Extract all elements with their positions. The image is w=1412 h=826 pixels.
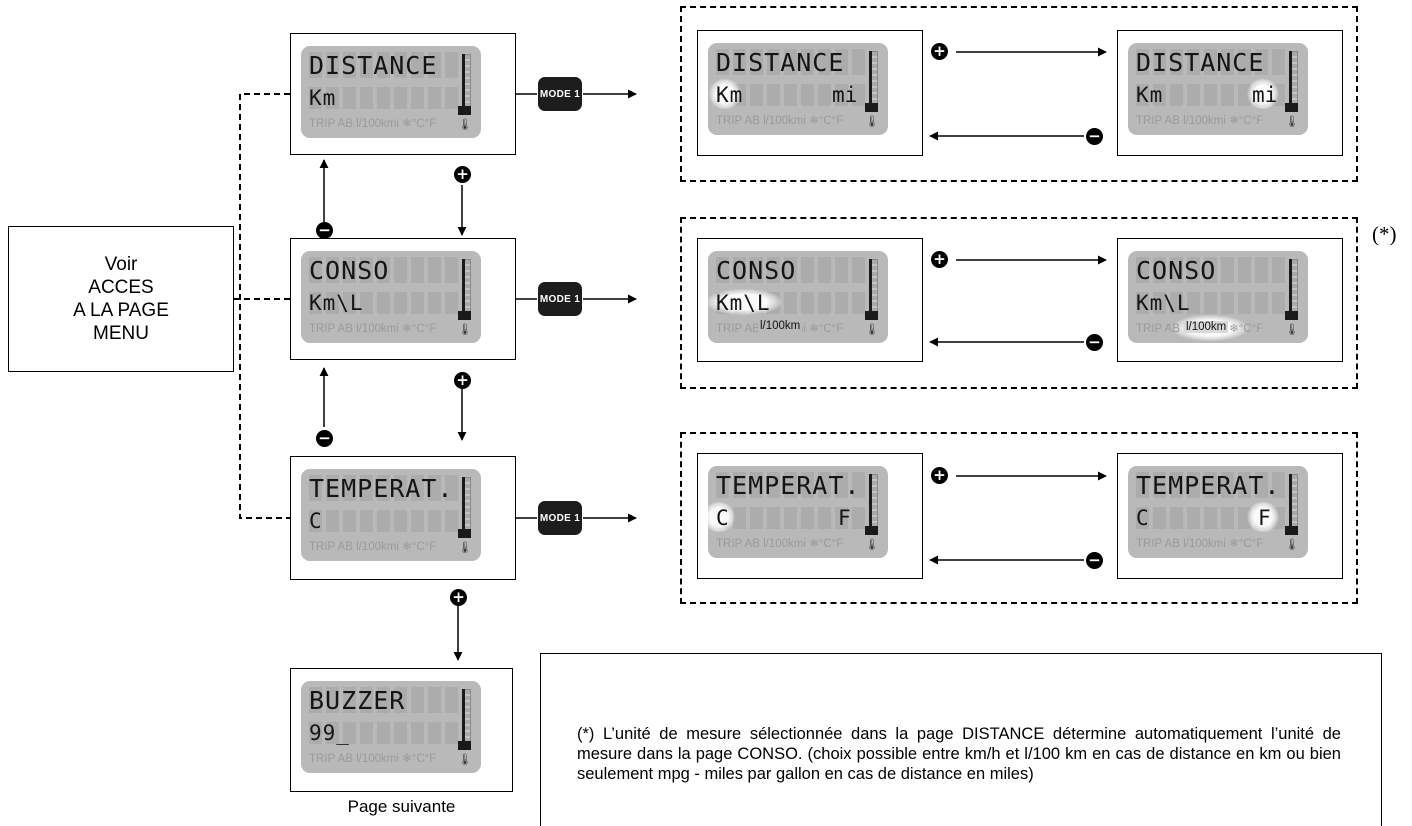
- lcd-line-2: Km: [1136, 83, 1164, 107]
- lcd-line-1: CONSO: [309, 256, 390, 285]
- mode-1-button: MODE 1: [538, 282, 582, 316]
- blink-highlight: [708, 79, 742, 109]
- thermometer-icon: 🌡: [458, 541, 472, 554]
- lcd-line-1: DISTANCE: [1136, 48, 1265, 77]
- lcd-screen-conso-kml: CONSO Km\L TRIP AB l/100kmi ❄°C°F l/100k…: [697, 238, 923, 362]
- lcd-line-1: DISTANCE: [716, 48, 845, 77]
- thermometer-icon: 🌡: [1285, 323, 1299, 336]
- blink-highlight: [708, 289, 782, 315]
- minus-circle-icon: −: [1086, 334, 1103, 351]
- thermometer-icon: 🌡: [1285, 538, 1299, 551]
- lcd-display: CONSO Km\L TRIP AB l/100kmi ❄°C°F l/100k…: [1128, 251, 1308, 343]
- thermometer-icon: 🌡: [458, 323, 472, 336]
- lcd-display: CONSO Km\L TRIP AB l/100kmi ❄°C°F l/100k…: [708, 251, 888, 343]
- mode-1-button: MODE 1: [538, 501, 582, 535]
- lcd-screen-distance-km: DISTANCE Km mi TRIP AB l/100kmi ❄°C°F 🌡: [697, 30, 923, 156]
- thermometer-icon: 🌡: [865, 538, 879, 551]
- lcd-unit-alt: mi: [1252, 83, 1278, 107]
- lcd-screen-conso-l100km: CONSO Km\L TRIP AB l/100kmi ❄°C°F l/100k…: [1117, 238, 1343, 362]
- minus-circle-icon: −: [1086, 128, 1103, 145]
- lcd-line-1: TEMPERAT.: [309, 474, 454, 503]
- lcd-line-1: DISTANCE: [309, 51, 438, 80]
- plus-circle-icon: +: [454, 166, 471, 183]
- lcd-line-2: C: [716, 506, 730, 530]
- lcd-line-2: 99_: [309, 721, 350, 745]
- lcd-display: DISTANCE Km mi TRIP AB l/100kmi ❄°C°F 🌡: [1128, 43, 1308, 135]
- lcd-line-1: BUZZER: [309, 686, 406, 715]
- distance-options-group: [680, 6, 1358, 182]
- blink-highlight: [708, 502, 736, 532]
- lcd-screen-distance-mi: DISTANCE Km mi TRIP AB l/100kmi ❄°C°F 🌡: [1117, 30, 1343, 156]
- lcd-unit-alt: F: [838, 506, 851, 530]
- lcd-line-2: Km\L: [1136, 291, 1191, 315]
- menu-reference-box: Voir ACCES A LA PAGE MENU: [8, 226, 234, 372]
- thermometer-icon: 🌡: [865, 115, 879, 128]
- lcd-screen-conso: CONSO Km\L TRIP AB l/100kmi ❄°C°F 🌡: [290, 238, 516, 360]
- footnote-box: (*) L’unité de mesure sélectionnée dans …: [540, 653, 1382, 826]
- lcd-screen-distance: DISTANCE Km TRIP AB l/100kmi ❄°C°F 🌡: [290, 33, 516, 155]
- plus-circle-icon: +: [931, 467, 948, 484]
- lcd-line-2: C: [1136, 506, 1150, 530]
- lcd-status-row: TRIP AB l/100kmi ❄°C°F: [309, 753, 437, 765]
- lcd-display: TEMPERAT. C F TRIP AB l/100kmi ❄°C°F 🌡: [708, 466, 888, 558]
- plus-circle-icon: +: [450, 589, 467, 606]
- lcd-line-2: Km: [309, 86, 337, 110]
- menu-line: Voir: [104, 254, 138, 275]
- minus-circle-icon: −: [1086, 552, 1103, 569]
- lcd-unit-label: l/100km: [1184, 321, 1229, 333]
- lcd-unit-alt: F: [1258, 506, 1271, 530]
- lcd-line-2: Km\L: [716, 291, 771, 315]
- thermometer-icon: 🌡: [1285, 115, 1299, 128]
- lcd-status-row: TRIP AB l/100kmi ❄°C°F: [716, 538, 844, 550]
- lcd-unit-alt: mi: [832, 83, 858, 107]
- lcd-screen-temperat: TEMPERAT. C TRIP AB l/100kmi ❄°C°F 🌡: [290, 456, 516, 580]
- lcd-display: DISTANCE Km mi TRIP AB l/100kmi ❄°C°F 🌡: [708, 43, 888, 135]
- lcd-status-row: TRIP AB l/100kmi ❄°C°F: [1136, 115, 1264, 127]
- plus-circle-icon: +: [931, 43, 948, 60]
- lcd-line-2: Km\L: [309, 291, 364, 315]
- menu-line: ACCES: [88, 277, 154, 298]
- lcd-display: TEMPERAT. C TRIP AB l/100kmi ❄°C°F 🌡: [301, 469, 481, 561]
- plus-circle-icon: +: [454, 372, 471, 389]
- lcd-line-1: TEMPERAT.: [716, 471, 861, 500]
- thermometer-icon: 🌡: [865, 323, 879, 336]
- lcd-screen-buzzer: BUZZER 99_ TRIP AB l/100kmi ❄°C°F 🌡: [290, 668, 513, 792]
- lcd-line-1: TEMPERAT.: [1136, 471, 1281, 500]
- lcd-display: DISTANCE Km TRIP AB l/100kmi ❄°C°F 🌡: [301, 46, 481, 138]
- conso-options-group: [680, 217, 1358, 389]
- blink-highlight: [1246, 79, 1280, 109]
- footnote-marker: (*): [1372, 222, 1397, 246]
- blink-highlight: [1246, 502, 1280, 532]
- thermometer-icon: 🌡: [458, 118, 472, 131]
- menu-line: MENU: [93, 323, 149, 344]
- minus-circle-icon: −: [316, 222, 333, 239]
- lcd-display: BUZZER 99_ TRIP AB l/100kmi ❄°C°F 🌡: [301, 681, 481, 773]
- thermometer-icon: 🌡: [458, 753, 472, 766]
- lcd-line-2: C: [309, 509, 323, 533]
- temperat-options-group: [680, 432, 1358, 604]
- plus-circle-icon: +: [931, 251, 948, 268]
- mode-1-button: MODE 1: [538, 77, 582, 111]
- menu-line: A LA PAGE: [73, 300, 169, 321]
- lcd-screen-temperat-f: TEMPERAT. C F TRIP AB l/100kmi ❄°C°F 🌡: [1117, 453, 1343, 579]
- lcd-status-row: TRIP AB l/100kmi ❄°C°F: [1136, 538, 1264, 550]
- lcd-status-row: TRIP AB l/100kmi ❄°C°F: [716, 115, 844, 127]
- lcd-display: TEMPERAT. C F TRIP AB l/100kmi ❄°C°F 🌡: [1128, 466, 1308, 558]
- lcd-line-1: CONSO: [1136, 256, 1217, 285]
- minus-circle-icon: −: [316, 430, 333, 447]
- footnote-text: (*) L’unité de mesure sélectionnée dans …: [577, 725, 1341, 783]
- lcd-unit-label: l/100km: [758, 320, 803, 332]
- lcd-status-row: TRIP AB l/100kmi ❄°C°F: [309, 541, 437, 553]
- lcd-status-row: TRIP AB l/100kmi ❄°C°F: [309, 323, 437, 335]
- lcd-status-row: TRIP AB l/100kmi ❄°C°F: [309, 118, 437, 130]
- lcd-line-2: Km: [716, 83, 744, 107]
- lcd-line-1: CONSO: [716, 256, 797, 285]
- lcd-screen-temperat-c: TEMPERAT. C F TRIP AB l/100kmi ❄°C°F 🌡: [697, 453, 923, 579]
- lcd-display: CONSO Km\L TRIP AB l/100kmi ❄°C°F 🌡: [301, 251, 481, 343]
- next-page-caption: Page suivante: [347, 797, 456, 816]
